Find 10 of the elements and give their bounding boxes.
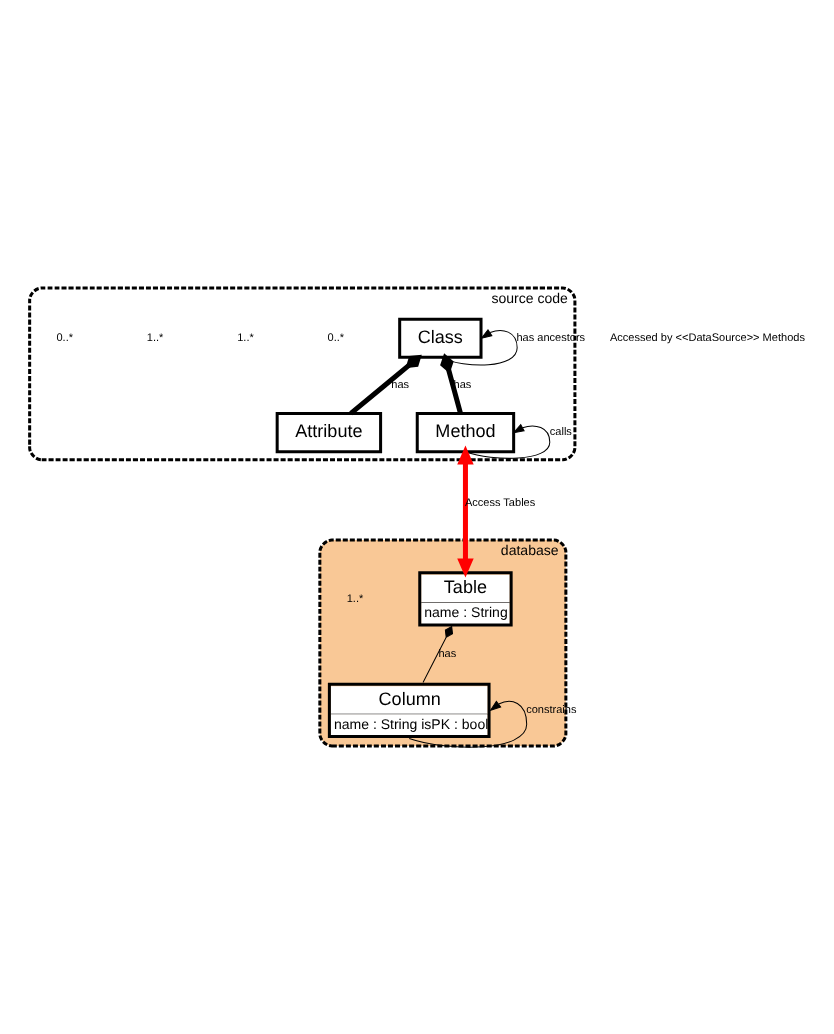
connector: [422, 626, 453, 683]
node-box: Attribute: [275, 412, 383, 454]
arrow: [457, 445, 474, 578]
connector: [349, 354, 422, 416]
node-box: Method: [415, 412, 516, 454]
arrow: [464, 424, 551, 459]
arrow: [408, 700, 528, 748]
connector: [440, 353, 463, 415]
node-box: Class: [398, 317, 483, 359]
arrow: [439, 329, 518, 366]
